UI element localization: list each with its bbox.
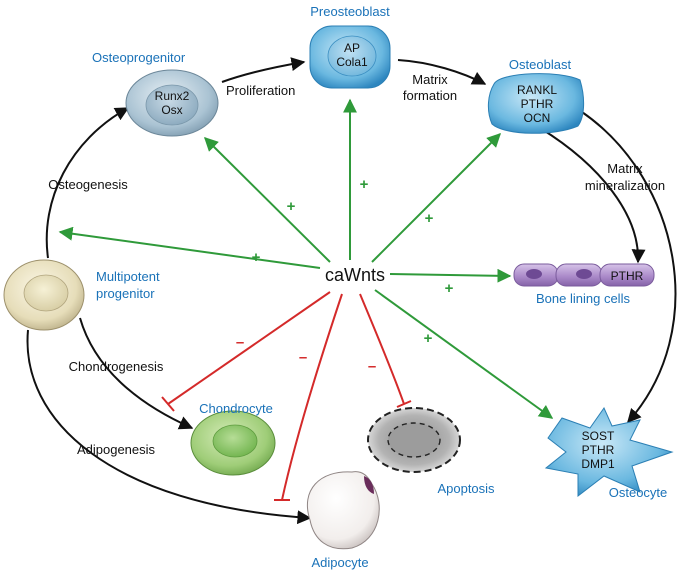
activation-arrow-osteocyte: [374, 289, 554, 419]
arrow-to-bone-lining: [539, 127, 646, 264]
label-matrix-mineralization-1: Matrix: [607, 161, 643, 176]
arrow-mineralization: [581, 111, 677, 424]
plus-sign-osteoprogenitor: +: [287, 198, 296, 215]
activation-arrow-osteoblast: [371, 133, 501, 263]
inhibition-lines: [161, 291, 412, 501]
marker-runx2: Runx2: [155, 89, 190, 103]
label-osteogenesis: Osteogenesis: [48, 177, 128, 192]
cell-bone-lining: PTHR: [513, 263, 655, 287]
label-osteocyte: Osteocyte: [609, 485, 668, 500]
label-osteoprogenitor: Osteoprogenitor: [92, 50, 186, 65]
label-preosteoblast: Preosteoblast: [310, 4, 390, 19]
activation-arrow-bone-lining: [389, 268, 512, 283]
inhibition-line-adipocyte: [281, 293, 343, 501]
marker-osx: Osx: [161, 103, 182, 117]
plus-sign-osteogenesis: +: [252, 249, 261, 266]
marker-ocn: OCN: [524, 111, 551, 125]
inhibition-line-apoptosis: [359, 293, 405, 405]
marker-dmp1: DMP1: [581, 457, 615, 471]
marker-ap: AP: [344, 41, 360, 55]
label-apoptosis: Apoptosis: [437, 481, 495, 496]
plus-sign-osteoblast: +: [425, 210, 434, 227]
marker-pthr-osteocyte: PTHR: [582, 443, 615, 457]
marker-cola1: Cola1: [336, 55, 368, 69]
arrow-matrix-formation: [397, 59, 487, 85]
inhibition-bar-apoptosis: [396, 400, 412, 408]
label-adipogenesis: Adipogenesis: [77, 442, 156, 457]
label-progenitor: progenitor: [96, 286, 155, 301]
cell-osteoblast: RANKL PTHR OCN: [487, 73, 585, 134]
label-proliferation: Proliferation: [226, 83, 295, 98]
plus-sign-osteocyte: +: [424, 330, 433, 347]
label-matrix-formation-1: Matrix: [412, 72, 448, 87]
cell-osteoprogenitor: Runx2 Osx: [125, 69, 219, 137]
center-label-cawnts: caWnts: [325, 265, 385, 285]
arrow-osteogenesis: [45, 107, 130, 259]
marker-sost: SOST: [582, 429, 615, 443]
marker-pthr-osteoblast: PTHR: [521, 97, 554, 111]
activation-arrow-osteogenesis: [58, 226, 321, 269]
cell-adipocyte: [306, 471, 380, 550]
cell-multipotent-progenitor: [3, 259, 85, 331]
label-osteoblast: Osteoblast: [509, 57, 572, 72]
activation-arrows: [58, 98, 554, 419]
marker-rankl: RANKL: [517, 83, 557, 97]
cell-preosteoblast: AP Cola1: [309, 25, 391, 89]
flow-arrows: [26, 57, 677, 525]
label-multipotent: Multipotent: [96, 269, 160, 284]
cell-osteocyte: SOST PTHR DMP1: [544, 406, 674, 498]
minus-sign-adipocyte: –: [299, 349, 307, 366]
label-chondrogenesis: Chondrogenesis: [69, 359, 164, 374]
plus-sign-bone-lining: +: [445, 280, 454, 297]
arrow-chondrogenesis: [79, 317, 194, 430]
activation-arrow-osteoprogenitor: [204, 137, 331, 263]
inhibition-bar-chondrocyte: [161, 396, 175, 412]
minus-sign-chondrocyte: –: [236, 334, 244, 351]
cell-apoptosis: [367, 407, 461, 473]
label-chondrocyte: Chondrocyte: [199, 401, 273, 416]
plus-sign-preosteoblast: +: [360, 176, 369, 193]
cell-chondrocyte: [190, 410, 276, 476]
marker-pthr-bone-lining: PTHR: [611, 269, 644, 283]
label-bone-lining-cells: Bone lining cells: [536, 291, 630, 306]
arrow-proliferation: [221, 57, 306, 83]
inhibition-line-chondrocyte: [167, 291, 331, 405]
label-adipocyte: Adipocyte: [311, 555, 368, 570]
arrow-adipogenesis: [26, 329, 312, 525]
label-matrix-formation-2: formation: [403, 88, 457, 103]
label-matrix-mineralization-2: mineralization: [585, 178, 665, 193]
minus-sign-apoptosis: –: [368, 358, 376, 375]
